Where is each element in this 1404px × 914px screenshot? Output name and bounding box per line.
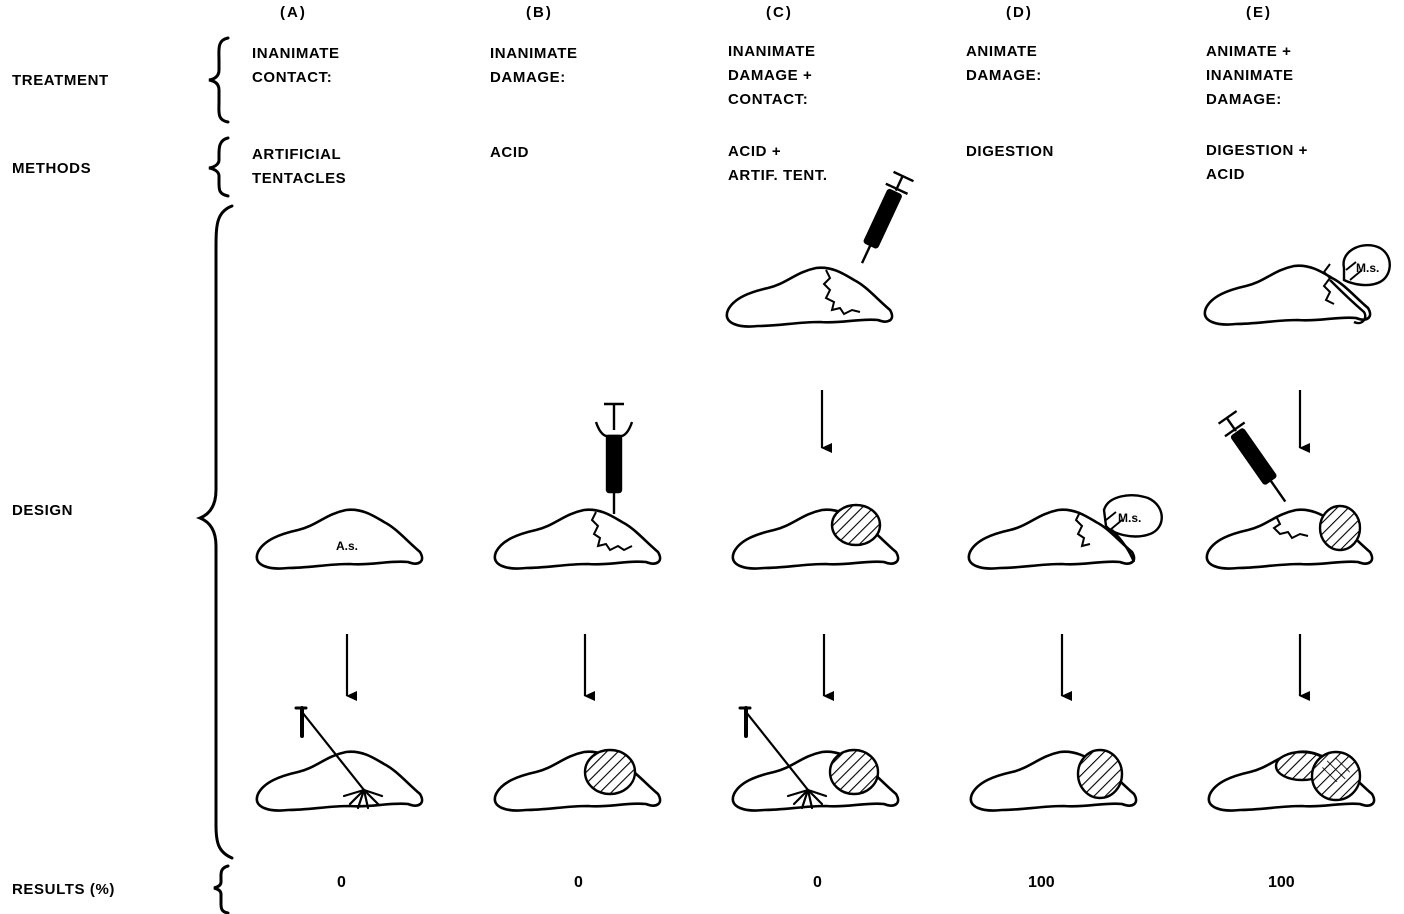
lesion-b-bottom [585, 750, 635, 794]
bracket-results [214, 866, 228, 913]
anemone-shapes [257, 266, 1374, 811]
syringes [596, 171, 1295, 514]
bracket-methods [209, 138, 228, 196]
anemone-c-top [727, 268, 892, 327]
label-mollusc-d: M.s. [1118, 511, 1141, 525]
lesion-d-bottom [1078, 750, 1122, 798]
bracket-treatment [209, 38, 228, 122]
anemone-b-bottom [495, 752, 660, 811]
lesion-e-mid [1320, 506, 1360, 550]
bracket-design [200, 206, 232, 858]
syringe-c [851, 171, 913, 268]
lesion-c-mid [832, 505, 880, 545]
syringe-b [596, 404, 632, 514]
label-anemone: A.s. [336, 539, 358, 553]
lesion-c-bottom [830, 750, 878, 794]
label-mollusc-e: M.s. [1356, 261, 1379, 275]
syringe-e [1217, 411, 1295, 508]
brackets [200, 38, 232, 913]
anemone-b-mid [495, 510, 660, 569]
